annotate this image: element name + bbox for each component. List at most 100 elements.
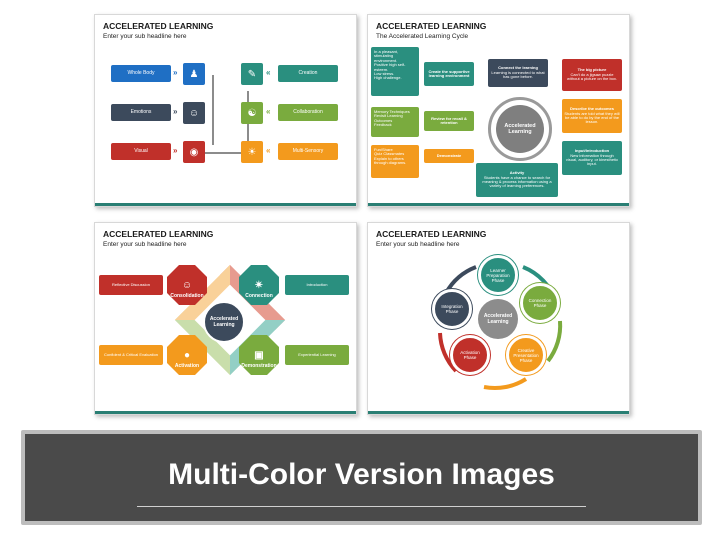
eye-icon: ◉ (183, 141, 205, 163)
introduction-box: Introduction (285, 275, 349, 295)
emotions-icon: ☺ (183, 102, 205, 124)
experiential-learning-box: Experiential Learning (285, 345, 349, 365)
cycle-ring (488, 97, 552, 161)
emotions-box: Emotions (111, 104, 171, 121)
memory-list-box: Memory Techniques Revisit Learning Outco… (371, 107, 419, 137)
collaboration-box: Collaboration (278, 104, 338, 121)
list-item: Feedback (374, 122, 392, 128)
chevron-right-icon: » (173, 107, 178, 116)
person-icon: ♟ (183, 63, 205, 85)
multi-sensory-box: Multi-Sensory (278, 143, 338, 160)
describe-outcomes-box: Describe the outcomes Students are told … (562, 99, 622, 133)
octagon-activation: ● Activation (167, 335, 207, 375)
presentation-icon: ▣ (254, 350, 264, 361)
list-item: Fun/Share (374, 147, 393, 152)
connector-line (212, 75, 214, 145)
big-picture-title: The big picture (577, 67, 607, 73)
arrow-arc (546, 320, 563, 363)
group-icon: ☺ (181, 280, 193, 291)
slide-title: ACCELERATED LEARNING (376, 229, 487, 239)
slide-footer-bar (368, 203, 629, 206)
creation-box: Creation (278, 65, 338, 82)
list-item: High challenge. (374, 75, 402, 81)
phase-integration: Integration Phase (432, 289, 472, 329)
slide-thumbnail-4[interactable]: ACCELERATED LEARNING Enter your sub head… (367, 222, 630, 415)
slide-subtitle: Enter your sub headline here (376, 241, 460, 248)
connect-title: Connect the learning (498, 65, 538, 71)
create-environment-box: Create the supportive learning environme… (424, 62, 474, 86)
phase-creative-presentation: Creative Presentation Phase (506, 335, 546, 375)
connect-text: Learning is connected to what has gone b… (491, 69, 545, 80)
input-introduction-box: Input/Introduction New information throu… (562, 141, 622, 175)
slide-title: ACCELERATED LEARNING (376, 21, 487, 31)
environment-list-box: In a pleasant, stimulating environment. … (371, 47, 419, 96)
describe-outcomes-title: Describe the outcomes (569, 106, 614, 112)
demonstrate-box: Demonstrate (424, 149, 474, 163)
slide-footer-bar (95, 411, 356, 414)
chevron-left-icon: « (266, 68, 271, 77)
phase-learner-preparation: Learner Preparation Phase (478, 255, 518, 295)
input-introduction-title: Input/Introduction (574, 148, 610, 154)
list-item: Revisit Learning Outcomes (374, 113, 403, 123)
octagon-label: Consolidation (170, 293, 204, 299)
handshake-icon: ☯ (241, 102, 263, 124)
title-banner: Multi-Color Version Images (21, 430, 702, 525)
octagon-demonstration: ▣ Demonstration (239, 335, 279, 375)
slide-footer-bar (95, 203, 356, 206)
activity-text: Students have a chance to search for mea… (482, 174, 552, 189)
memory-list: Memory Techniques Revisit Learning Outco… (374, 109, 416, 128)
list-item: Quiz Classmates (374, 151, 405, 157)
connector-line (192, 152, 247, 154)
evaluation-box: Confident & Critical Evaluation (99, 345, 163, 365)
slide-thumbnail-3[interactable]: ACCELERATED LEARNING Enter your sub head… (94, 222, 357, 415)
chevron-left-icon: « (266, 107, 271, 116)
slide-footer-bar (368, 411, 629, 414)
arrow-arc (438, 332, 458, 373)
whole-body-box: Whole Body (111, 65, 171, 82)
big-picture-box: The big picture Can't do a jigsaw puzzle… (562, 59, 622, 91)
visual-box: Visual (111, 143, 171, 160)
slide-subtitle: The Accelerated Learning Cycle (376, 33, 469, 40)
octagon-connection: ✴ Connection (239, 265, 279, 305)
center-circle: Accelerated Learning (496, 105, 544, 153)
senses-icon: ☀ (241, 141, 263, 163)
slide-title: ACCELERATED LEARNING (103, 229, 214, 239)
slide-thumbnail-2[interactable]: ACCELERATED LEARNING The Accelerated Lea… (367, 14, 630, 207)
review-box: Review for recall & retention (424, 111, 474, 131)
big-picture-text: Can't do a jigsaw puzzle without a pictu… (566, 71, 618, 82)
list-item: Low stress. (374, 70, 395, 76)
network-icon: ✴ (254, 280, 264, 291)
pencil-icon: ✎ (241, 63, 263, 85)
octagon-label: Demonstration (241, 363, 277, 369)
chevron-left-icon: « (266, 146, 271, 155)
input-introduction-text: New information through visual, auditory… (565, 152, 619, 167)
slide-title: ACCELERATED LEARNING (103, 21, 214, 31)
octagon-label: Connection (245, 293, 273, 299)
arrow-arc (483, 377, 528, 391)
banner-title: Multi-Color Version Images (168, 458, 555, 491)
reflective-discussion-box: Reflective Discussion (99, 275, 163, 295)
banner-underline (137, 506, 586, 507)
slide-thumbnail-1[interactable]: ACCELERATED LEARNING Enter your sub head… (94, 14, 357, 207)
center-circle: Accelerated Learning (478, 299, 518, 339)
environment-list: In a pleasant, stimulating environment. … (374, 49, 416, 81)
phase-activation: Activation Phase (450, 335, 490, 375)
fun-list-box: Fun/Share Quiz Classmates Explain to oth… (371, 145, 419, 178)
connect-box: Connect the learning Learning is connect… (488, 59, 548, 87)
list-item: In a pleasant, stimulating environment. (374, 49, 399, 63)
center-circle: Accelerated Learning (203, 301, 245, 343)
chevron-right-icon: » (173, 146, 178, 155)
fun-list: Fun/Share Quiz Classmates Explain to oth… (374, 147, 416, 166)
list-item: Explain to others through diagrams. (374, 155, 407, 166)
slide-subtitle: Enter your sub headline here (103, 241, 187, 248)
chevron-right-icon: » (173, 68, 178, 77)
activity-box: Activity Students have a chance to searc… (476, 163, 558, 197)
list-item: Positive high self-esteem. (374, 62, 406, 72)
list-item: Memory Techniques (374, 109, 410, 114)
slide-subtitle: Enter your sub headline here (103, 33, 187, 40)
lightbulb-icon: ● (183, 350, 191, 361)
octagon-label: Activation (174, 363, 200, 369)
describe-outcomes-text: Students are told what they will be able… (564, 110, 620, 125)
activity-title: Activity (509, 170, 525, 176)
octagon-consolidation: ☺ Consolidation (167, 265, 207, 305)
